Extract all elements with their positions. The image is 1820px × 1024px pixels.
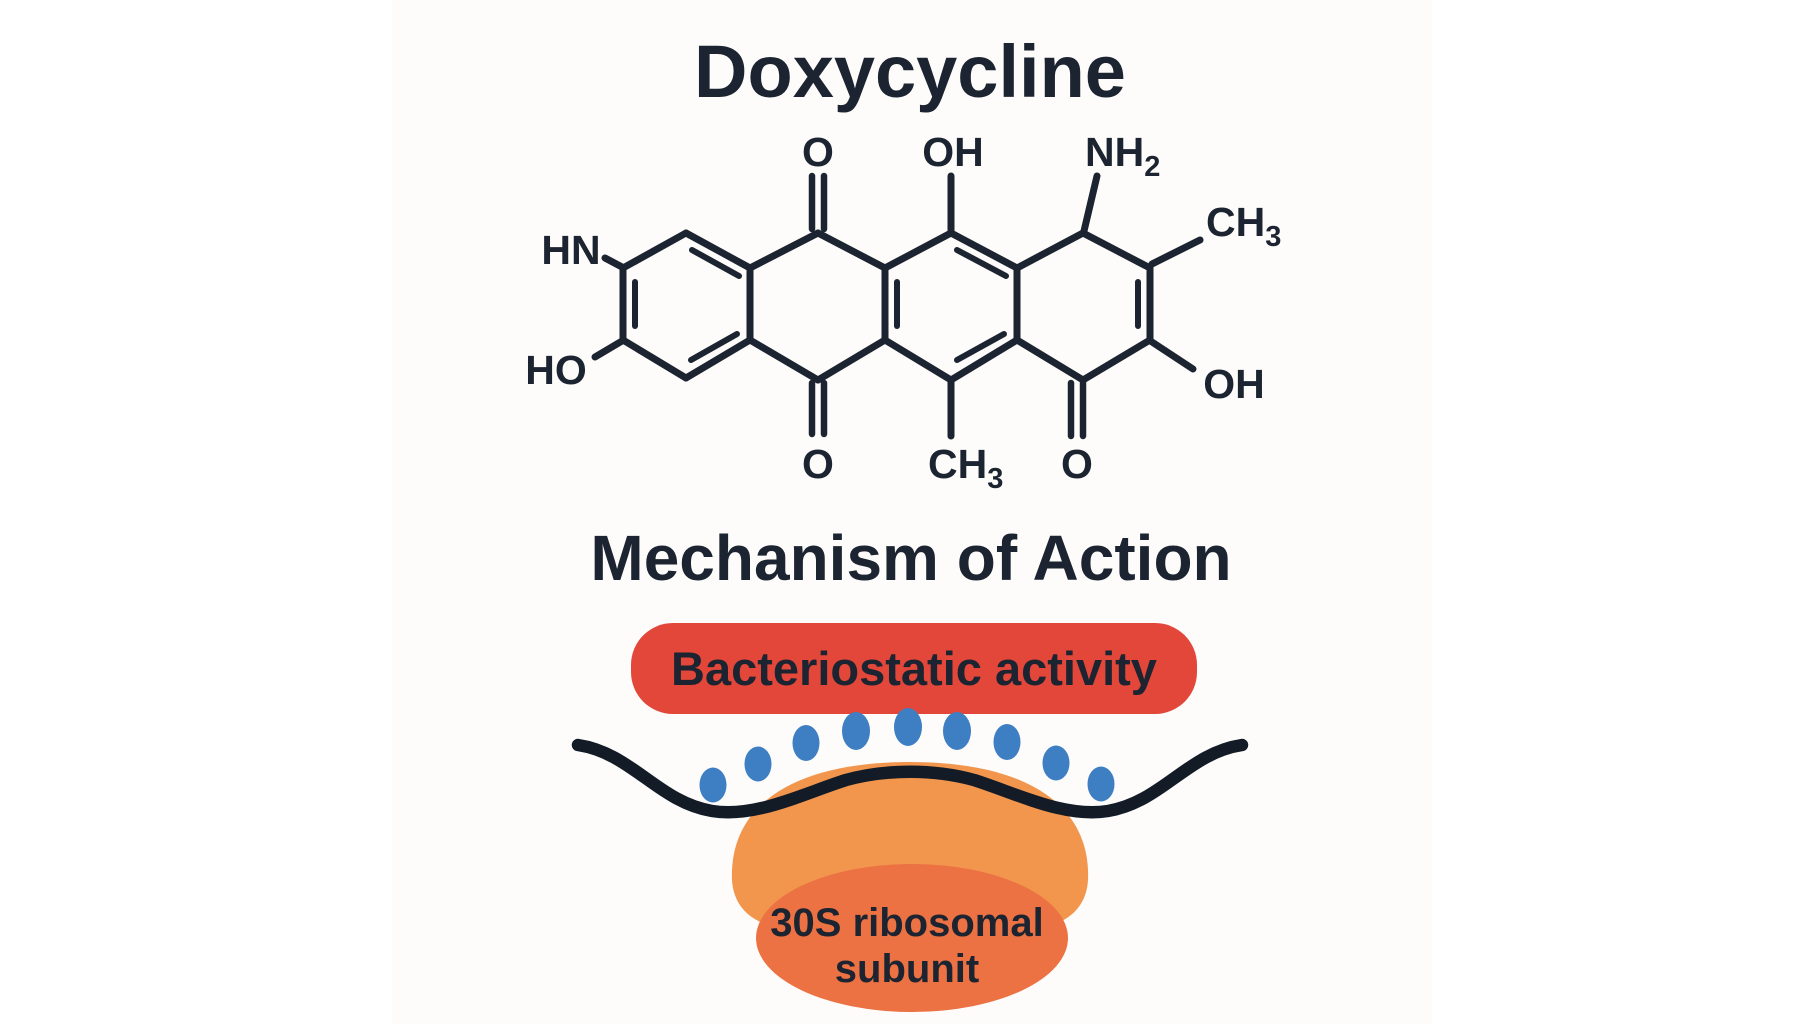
methyl-ch3-bottom-label: CH3 — [928, 441, 1003, 495]
badge-background — [631, 623, 1197, 714]
bond-line — [881, 336, 955, 384]
bond-line — [947, 336, 1021, 384]
methyl-ch3-top-label: CH3 — [1206, 199, 1281, 253]
bond-line — [1079, 336, 1154, 384]
bond-line — [619, 229, 690, 272]
bond-line — [682, 336, 754, 382]
drug-molecule-dot — [842, 712, 870, 750]
hydroxyl-oh-top-label: OH — [922, 129, 984, 175]
page-title: Doxycycline — [694, 30, 1126, 113]
ribosome-label-line2: subunit — [835, 947, 979, 991]
drug-molecule-dot — [744, 746, 772, 782]
drug-molecule-dot — [792, 725, 820, 761]
bond-line — [746, 229, 822, 272]
bond-line — [881, 229, 955, 272]
section-heading: Mechanism of Action — [590, 522, 1231, 594]
drug-molecule-dot — [1087, 766, 1115, 802]
molecule-structure — [591, 172, 1204, 440]
bond-line — [1013, 229, 1087, 272]
ribosome-body-shape — [756, 864, 1068, 1012]
drug-molecule-dots — [699, 708, 1115, 803]
amino-nh2-label: NH2 — [1085, 129, 1160, 183]
ribosome-label-line1: 30S ribosomal — [770, 901, 1043, 945]
ketone-o-bottom-left-label: O — [802, 441, 834, 487]
ketone-o-bottom-right-label: O — [1061, 441, 1093, 487]
drug-molecule-dot — [894, 708, 922, 746]
bond-line — [746, 336, 822, 384]
bacteriostatic-badge: Bacteriostatic activity — [631, 623, 1197, 714]
bond-line — [1148, 338, 1197, 373]
drug-molecule-dot — [993, 724, 1021, 760]
amine-hn-label: HN — [541, 227, 600, 273]
bond-line — [682, 229, 754, 272]
bond-line — [1148, 236, 1204, 268]
molecule-labels: HN HO O OH NH2 CH3 OH O CH3 O — [525, 129, 1281, 495]
bond-line — [814, 229, 889, 272]
ketone-o-top-label: O — [802, 129, 834, 175]
bond-line — [1080, 172, 1101, 235]
ribosome-diagram: 30S ribosomal subunit — [571, 708, 1249, 1012]
hydroxyl-ho-label: HO — [525, 347, 587, 393]
bond-line — [601, 254, 626, 271]
bond-line — [591, 337, 626, 361]
double-bond-inner-line — [954, 247, 1009, 279]
double-bond-inner-line — [954, 331, 1007, 363]
double-bond-inner-line — [689, 247, 742, 279]
bond-line — [619, 336, 690, 382]
drug-molecule-dot — [1042, 745, 1070, 781]
double-bond-inner-line — [688, 331, 740, 363]
bond-line — [947, 229, 1021, 272]
drug-molecule-dot — [699, 767, 727, 803]
mrna-strand-line — [571, 738, 1249, 819]
drug-molecule-dot — [943, 712, 971, 750]
badge-label: Bacteriostatic activity — [671, 642, 1157, 695]
bond-line — [814, 336, 889, 384]
bond-line — [1079, 229, 1154, 272]
hydroxyl-oh-right-label: OH — [1203, 361, 1265, 407]
bond-line — [1013, 336, 1087, 384]
